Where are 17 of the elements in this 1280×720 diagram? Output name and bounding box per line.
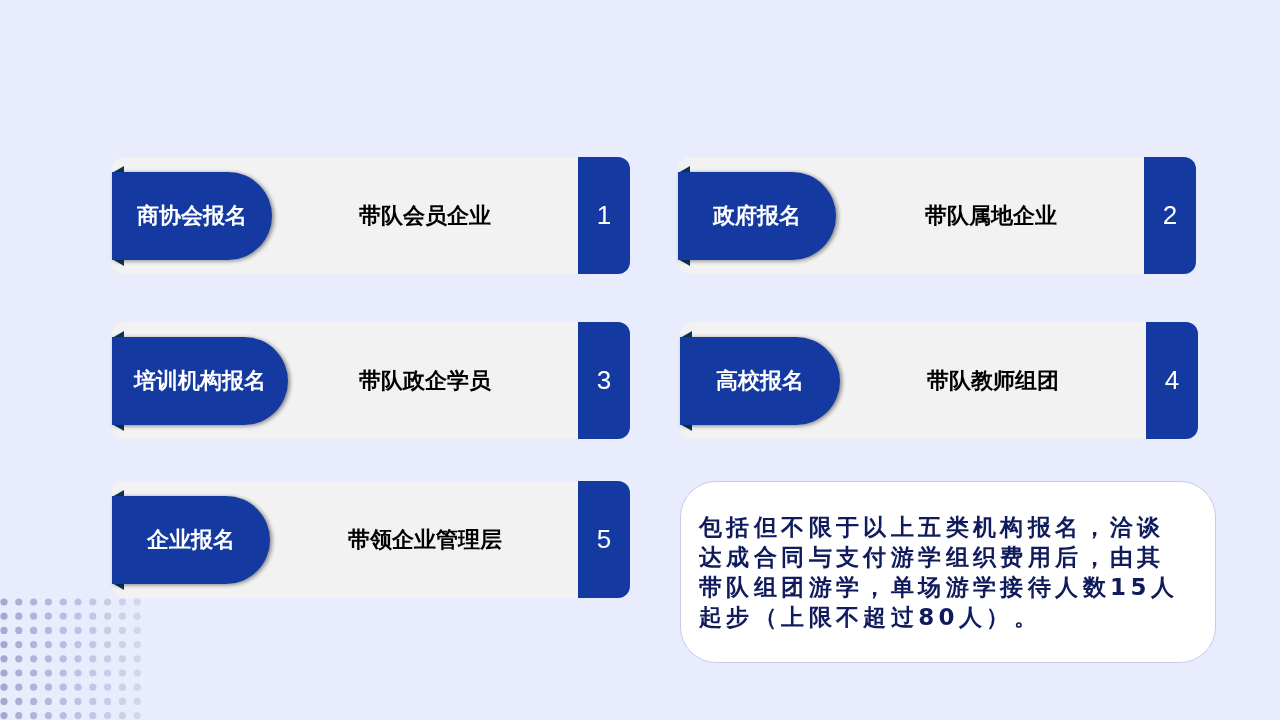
description-text: 带队政企学员	[359, 366, 491, 395]
note-text: 包括但不限于以上五类机构报名，洽谈达成合同与支付游学组织费用后，由其带队组团游学，单场游学接待人数15人起步（上限不超过80人）。	[699, 513, 1180, 632]
number-tab: 3	[578, 322, 630, 439]
list-card	[112, 481, 630, 598]
list-card	[680, 322, 1198, 439]
description-text: 带领企业管理层	[348, 525, 502, 554]
note-card	[680, 481, 1216, 663]
list-card	[112, 157, 630, 274]
number-tab: 4	[1146, 322, 1198, 439]
number-tab: 5	[578, 481, 630, 598]
description-text: 带队教师组团	[927, 366, 1059, 395]
list-card	[678, 157, 1196, 274]
number-tab: 2	[1144, 157, 1196, 274]
description-text: 带队属地企业	[925, 201, 1057, 230]
description-text: 带队会员企业	[359, 201, 491, 230]
list-card	[112, 322, 630, 439]
number-tab: 1	[578, 157, 630, 274]
